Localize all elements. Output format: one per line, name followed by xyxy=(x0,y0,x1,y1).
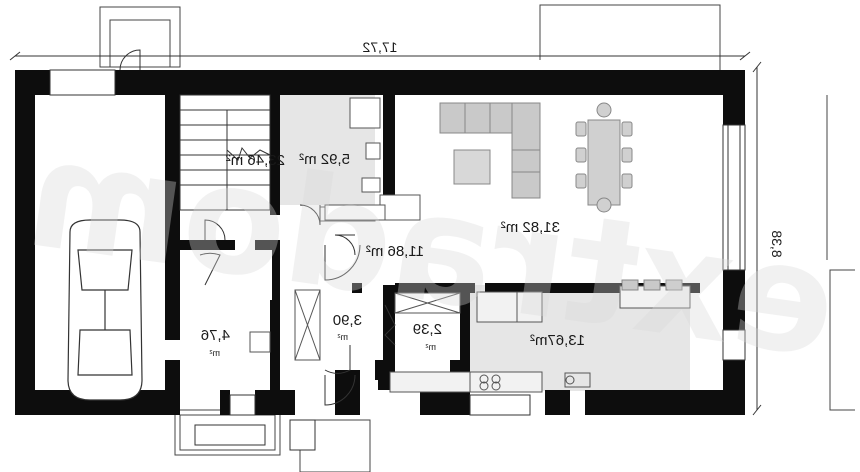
width-dimension-label: 17,72 xyxy=(362,39,397,55)
area-vestibule: 3,90 xyxy=(333,312,362,329)
depth-dimension-label: 8,38 xyxy=(769,230,785,257)
area-bath: 5,92 m² xyxy=(299,151,350,168)
car xyxy=(67,219,143,401)
unit-pantry: m² xyxy=(426,342,437,352)
doors xyxy=(119,49,396,406)
kitchen-counter xyxy=(389,285,691,393)
area-hall: 11,86 m² xyxy=(366,243,424,260)
area-kitchen: 13,67m² xyxy=(530,332,585,349)
unit-boiler: m² xyxy=(210,348,221,358)
area-pantry: 2,39 xyxy=(413,321,442,338)
entrance-steps xyxy=(194,419,316,451)
utility-fixtures xyxy=(249,194,461,361)
dimension-lines xyxy=(9,51,762,416)
sofa xyxy=(439,102,541,199)
walls xyxy=(15,70,745,415)
bar-stools xyxy=(621,279,683,291)
dining-table xyxy=(575,102,633,213)
dimension-labels: 17,72 8,38 xyxy=(362,39,785,258)
room-area-labels: 23,46 m² 5,92 m² 11,86 m² 31,82 m² 4,76 … xyxy=(201,151,585,358)
unit-vestibule: m² xyxy=(338,332,349,342)
windows xyxy=(49,69,746,416)
area-living: 31,82 m² xyxy=(501,219,560,236)
area-garage: 23,46 m² xyxy=(226,152,285,169)
area-boiler: 4,76 xyxy=(201,327,230,344)
coffee-table xyxy=(453,149,491,185)
stairs xyxy=(179,94,271,211)
